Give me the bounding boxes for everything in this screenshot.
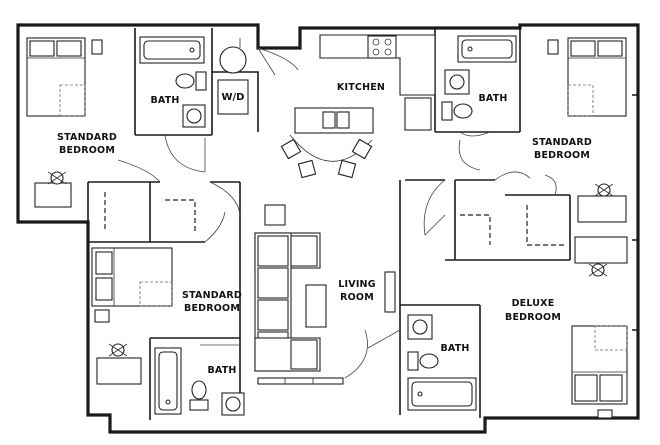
label-bath-top-right: BATH [478,93,507,104]
label-standard-bedroom-right-2: BEDROOM [534,150,590,161]
coffee-table [305,284,327,328]
toilet-top-left [175,71,207,91]
bathtub-bottom-right [407,377,477,411]
bathtub-top-right [457,35,517,63]
sofa-sectional [254,232,321,372]
closet-right [460,205,565,246]
bed-mid-left [91,247,173,307]
closet-left [104,192,196,232]
label-standard-bedroom-right: STANDARD [532,137,592,148]
sink-top-right [444,69,470,95]
desk-top-left [34,171,72,208]
balcony-window [257,377,344,385]
label-living-room: LIVING [338,279,375,290]
kitchen-counters [319,34,436,131]
nightstand [91,39,103,55]
label-bath-top-left: BATH [150,95,179,106]
interior-walls [18,28,638,420]
label-deluxe-bedroom: DELUXE [512,298,555,309]
kitchen-island [289,107,374,162]
toilet-bottom-right [407,351,439,371]
label-standard-bedroom-mid: STANDARD [182,290,242,301]
toilet-bottom-mid [189,380,209,411]
bathtub-top-left [139,36,205,64]
sink-top-left [182,104,206,128]
door-swings [117,47,557,379]
label-living-room-2: ROOM [340,292,374,303]
toilet-top-right [441,101,473,121]
label-deluxe-bedroom-2: BEDROOM [505,312,561,323]
label-standard-bedroom-left-2: BEDROOM [59,145,115,156]
label-bath-bottom-mid: BATH [207,365,236,376]
bed-top-left [26,37,86,117]
nightstand [94,309,110,323]
sink-bottom-right [407,314,433,340]
label-washer-dryer: W/D [222,92,245,103]
bed-deluxe [571,325,628,405]
label-bath-bottom-right: BATH [440,343,469,354]
label-standard-bedroom-mid-2: BEDROOM [184,303,240,314]
side-table [264,204,286,226]
desk-top-right [577,183,627,223]
bathtub-bottom-mid [154,347,182,415]
washer-dryer [217,38,249,115]
bar-stools [280,138,373,179]
label-standard-bedroom-left: STANDARD [57,132,117,143]
nightstand [547,39,559,55]
outer-walls [16,23,640,434]
label-kitchen: KITCHEN [337,82,385,93]
nightstand [597,409,613,419]
bed-top-right [567,37,627,117]
desk-deluxe [574,236,628,277]
tv-console [384,271,396,313]
sink-bottom-mid [221,392,245,416]
desk-mid-left [96,343,142,385]
